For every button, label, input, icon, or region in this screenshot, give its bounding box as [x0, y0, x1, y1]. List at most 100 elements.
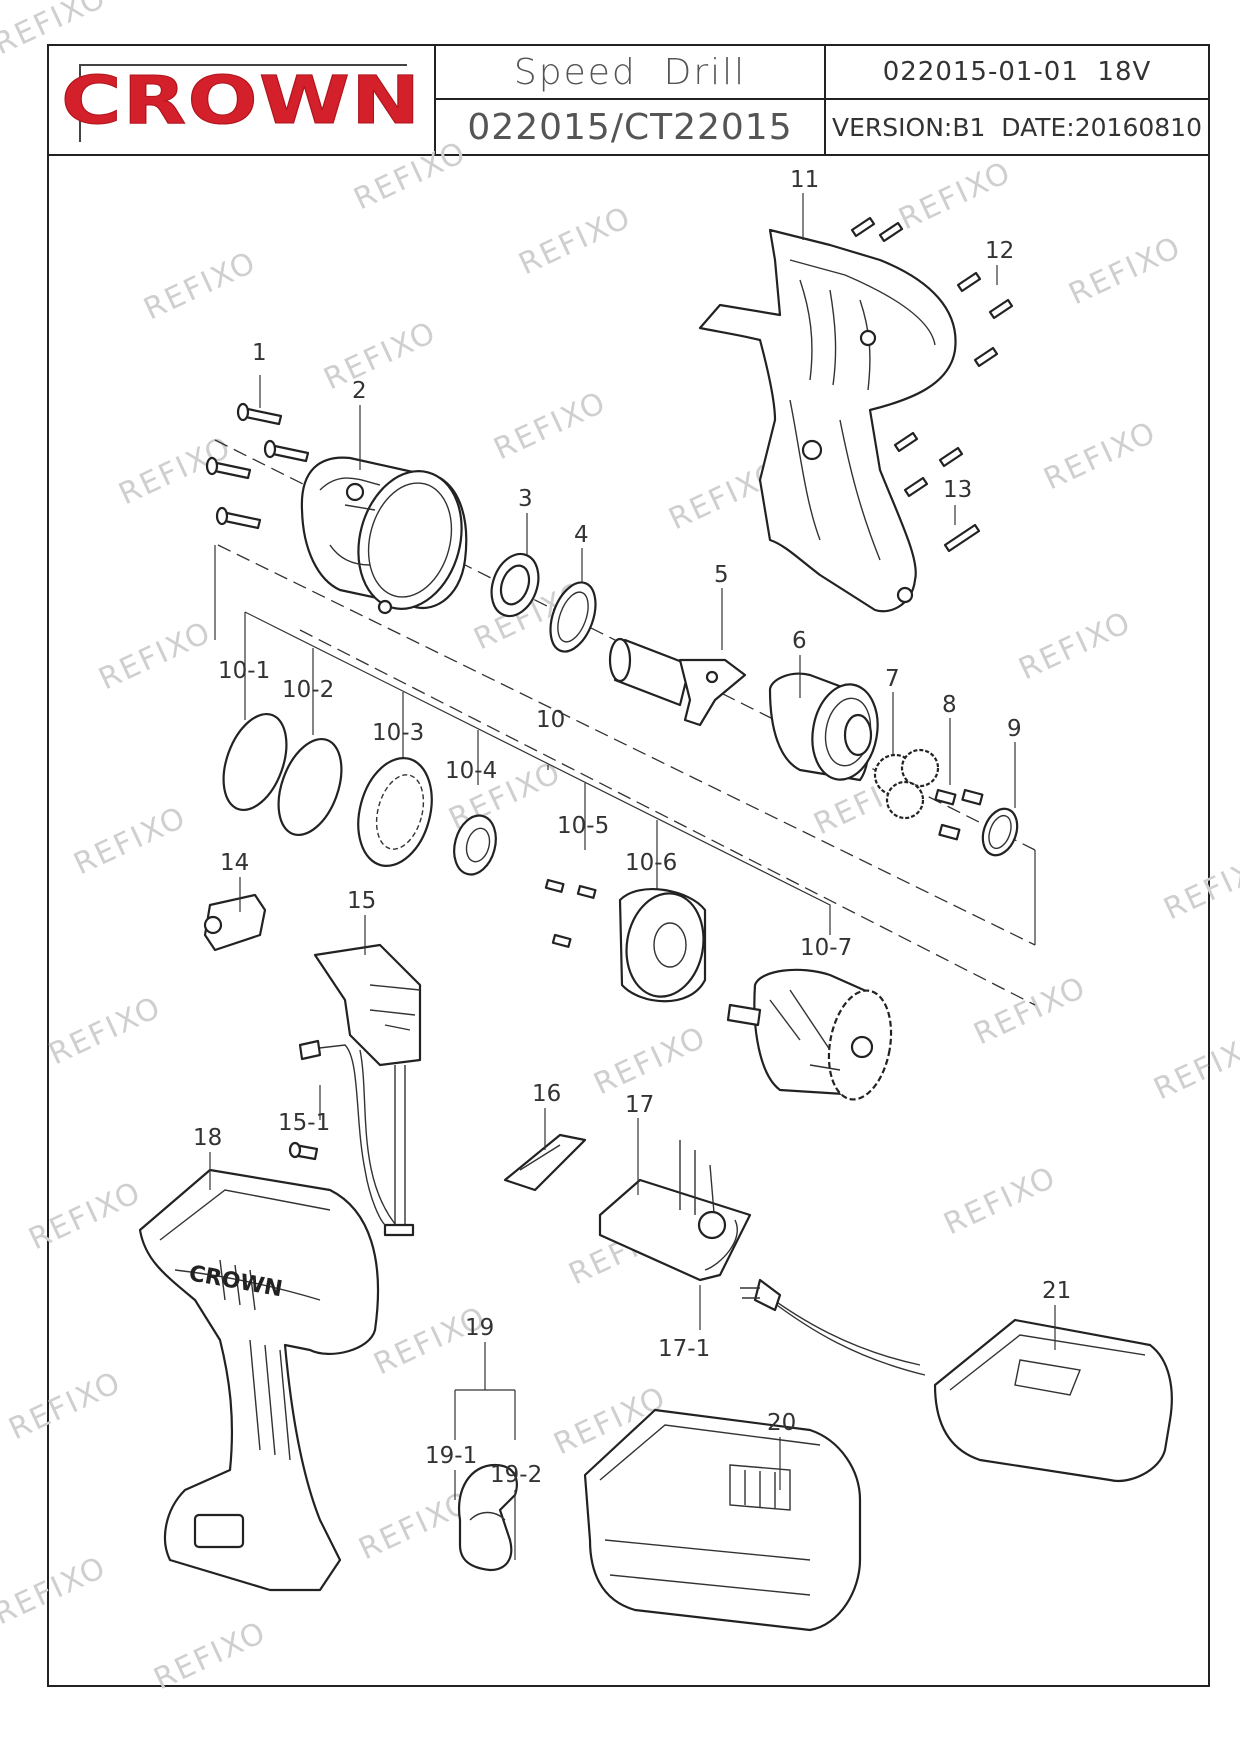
part-label-13: 13	[943, 477, 972, 503]
brand-logo-cell: CROWN	[49, 46, 436, 154]
watermark: REFIXO	[319, 315, 443, 398]
drawing-code: 022015-01-01 18V	[826, 46, 1208, 100]
part-2-gear-housing	[300, 456, 468, 615]
part-label-16: 16	[532, 1081, 561, 1107]
part-label-18: 18	[193, 1125, 222, 1151]
watermark: REFIXO	[894, 155, 1018, 238]
part-label-7: 7	[885, 666, 900, 692]
part-9-ring	[981, 807, 1019, 857]
watermark: REFIXO	[514, 200, 638, 283]
watermark: REFIXO	[4, 1365, 128, 1448]
logo-frame	[79, 64, 407, 142]
watermark: REFIXO	[149, 1615, 273, 1698]
part-label-10-4: 10-4	[445, 758, 497, 784]
part-label-19: 19	[465, 1315, 494, 1341]
part-10-5-screws	[544, 878, 597, 948]
part-20-battery	[583, 1408, 862, 1632]
part-5-spindle	[608, 637, 747, 727]
part-label-15-1: 15-1	[278, 1110, 330, 1136]
watermark: REFIXO	[939, 1160, 1063, 1243]
part-10-3-ring-gear	[357, 757, 433, 867]
part-label-10-5: 10-5	[557, 813, 609, 839]
watermark: REFIXO	[0, 1550, 112, 1633]
part-label-10-1: 10-1	[218, 658, 270, 684]
part-11-housing-half	[698, 228, 957, 613]
part-label-20: 20	[767, 1410, 796, 1436]
group-axis-line	[217, 544, 1036, 946]
part-label-2: 2	[352, 378, 367, 404]
watermark: REFIXO	[369, 1300, 493, 1383]
part-label-15: 15	[347, 888, 376, 914]
part-19-belt-clip	[457, 1463, 518, 1572]
part-label-9: 9	[1007, 716, 1022, 742]
part-number-labels: 1 2 3 4 5 6 7 8 9 10 10-1 10-2 10-3 10-4…	[193, 167, 1071, 1488]
title-block: CROWN Speed Drill 022015/CT22015 022015-…	[47, 44, 1210, 156]
watermark: REFIXO	[24, 1175, 148, 1258]
watermark: REFIXO	[489, 385, 613, 468]
part-14-switch-button	[203, 893, 267, 952]
part-label-1: 1	[252, 340, 267, 366]
part-label-10: 10	[536, 707, 565, 733]
part-label-14: 14	[220, 850, 249, 876]
watermark: REFIXO	[354, 1485, 478, 1568]
watermark: REFIXO	[1159, 845, 1240, 928]
part-label-10-7: 10-7	[800, 935, 852, 961]
part-label-10-2: 10-2	[282, 677, 334, 703]
drawing-frame	[47, 156, 1210, 1687]
part-label-11: 11	[790, 167, 819, 193]
part-label-17: 17	[625, 1092, 654, 1118]
part-8-pins	[934, 788, 984, 841]
group-10-bracket	[244, 611, 831, 935]
part-10-4-bearing	[453, 814, 497, 876]
part-21-charger	[740, 1278, 1173, 1483]
part-10-6-clutch	[618, 888, 707, 1003]
part-label-19-1: 19-1	[425, 1443, 477, 1469]
part-13-screws	[893, 431, 981, 553]
part-10-2-ring	[277, 737, 343, 837]
part-label-19-2: 19-2	[490, 1462, 542, 1488]
part-16-module	[503, 1133, 587, 1192]
part-18-housing: CROWN	[138, 1168, 380, 1592]
part-6-gearbox	[768, 672, 879, 782]
watermark: REFIXO	[69, 800, 193, 883]
watermark: REFIXO	[139, 245, 263, 328]
part-label-12: 12	[985, 238, 1014, 264]
part-label-3: 3	[518, 486, 533, 512]
part-label-21: 21	[1042, 1278, 1071, 1304]
part-1-screws	[205, 402, 310, 530]
model-number: 022015/CT22015	[436, 100, 826, 154]
part-17-pcb	[598, 1140, 752, 1282]
part-7-planet-gears	[873, 748, 940, 820]
watermark: REFIXO	[44, 990, 168, 1073]
product-title: Speed Drill	[436, 46, 826, 100]
watermark: REFIXO	[0, 0, 112, 62]
watermark: REFIXO	[1014, 605, 1138, 688]
watermark: REFIXO	[349, 135, 473, 218]
part-label-5: 5	[714, 562, 729, 588]
lower-axis-line	[299, 629, 1036, 1006]
part-12-screws	[850, 216, 1014, 368]
watermark: REFIXO	[589, 1020, 713, 1103]
part-label-8: 8	[942, 692, 957, 718]
label-leaders	[209, 193, 1056, 1560]
part-label-10-3: 10-3	[372, 720, 424, 746]
part-label-10-6: 10-6	[625, 850, 677, 876]
brand-logo: CROWN	[61, 61, 422, 139]
part-10-1-circlip	[222, 712, 288, 812]
watermark: REFIXO	[1039, 415, 1163, 498]
part-10-7-motor	[726, 968, 893, 1101]
part-label-4: 4	[574, 522, 589, 548]
part-label-17-1: 17-1	[658, 1336, 710, 1362]
version-date: VERSION:B1 DATE:20160810	[832, 112, 1202, 142]
part-3-washer	[490, 552, 540, 618]
watermark: REFIXO	[969, 970, 1093, 1053]
part-15-switch	[313, 943, 422, 1237]
part-label-6: 6	[792, 628, 807, 654]
part-15-1-led	[288, 1039, 386, 1226]
watermark: REFIXO	[94, 615, 218, 698]
watermark: REFIXO	[1064, 230, 1188, 313]
part-4-shim	[549, 581, 597, 653]
watermark: REFIXO	[1149, 1025, 1240, 1108]
